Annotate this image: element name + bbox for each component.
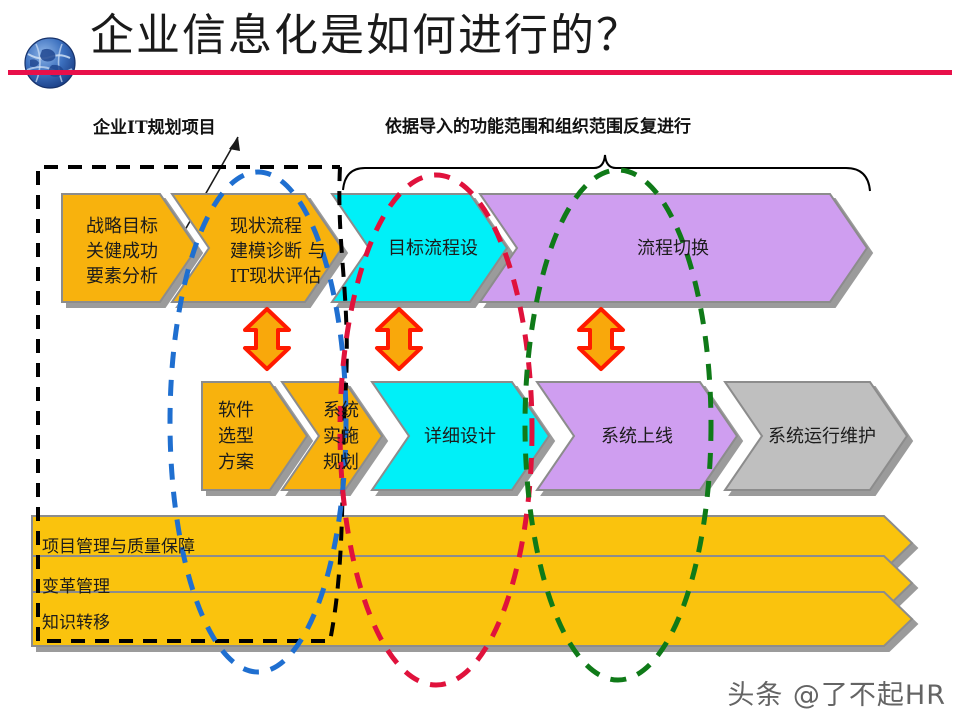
title-divider (8, 70, 952, 75)
top-scope-brace (342, 154, 871, 192)
chevron-step-2-5[interactable] (723, 381, 909, 491)
support-bar-3[interactable] (31, 591, 914, 647)
sync-arrow-1[interactable] (243, 307, 291, 371)
chevron-step-2-3[interactable] (370, 381, 551, 491)
blue-phase-ellipse (167, 169, 349, 675)
sync-arrow-3[interactable] (577, 307, 625, 371)
chevron-step-1-1[interactable] (61, 193, 199, 303)
page-title: 企业信息化是如何进行的？ (90, 10, 642, 61)
sync-arrows (243, 307, 625, 371)
chevron-step-1-4[interactable] (478, 193, 869, 303)
it-planning-scope-outline (36, 165, 349, 643)
top-callout-label: 依据导入的功能范围和组织范围反复进行 (385, 117, 691, 137)
it-system-row (201, 381, 909, 491)
red-phase-ellipse (337, 172, 535, 688)
watermark-text: 头条 @了不起HR (727, 680, 946, 711)
green-phase-ellipse (522, 167, 714, 683)
chevron-step-2-1[interactable] (201, 381, 309, 491)
chevron-step-2-4[interactable] (535, 381, 739, 491)
sync-arrow-2[interactable] (375, 307, 423, 371)
chevron-step-1-2[interactable] (170, 193, 344, 303)
bottom-support-bars (31, 515, 914, 647)
chevron-step-1-3[interactable] (330, 193, 509, 303)
business-process-row (61, 193, 869, 303)
left-callout-label: 企业IT规划项目 (93, 118, 216, 138)
